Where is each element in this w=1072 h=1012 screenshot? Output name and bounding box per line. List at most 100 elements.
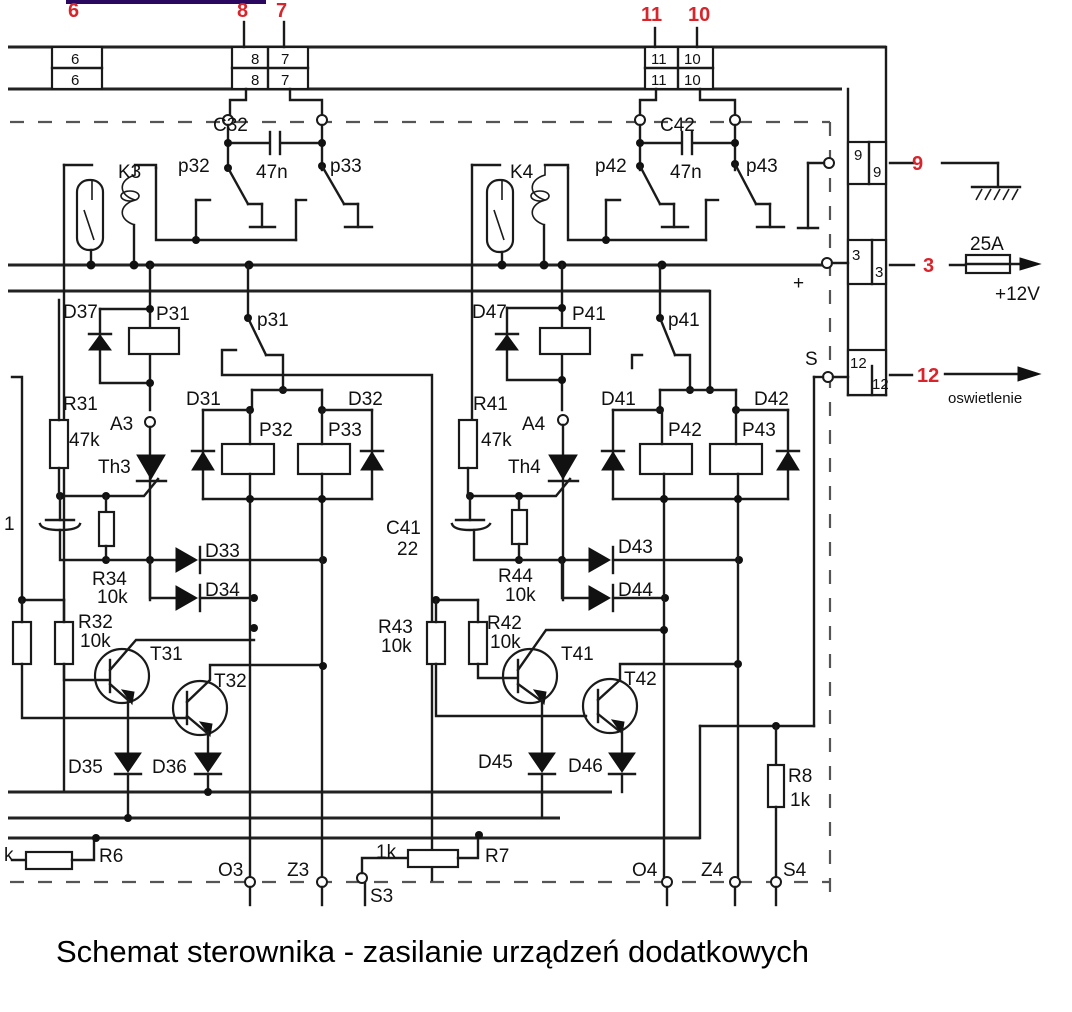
pin-10b: 10 (684, 72, 701, 89)
resistor-r7-label: R7 (485, 846, 509, 867)
output-s3-label: S3 (370, 886, 393, 907)
resistor-r32-value: 10k (80, 631, 111, 652)
resistor-r34-label: R34 (92, 569, 127, 590)
fuse-rating-label: 25A (970, 234, 1004, 255)
relay-k3-label: K3 (118, 162, 141, 183)
resistor-r42-value: 10k (490, 632, 521, 653)
pin-11b: 11 (651, 72, 667, 89)
diode-d43-label: D43 (618, 537, 653, 558)
resistor-r8-label: R8 (788, 766, 812, 787)
node-a4-label: A4 (522, 414, 546, 435)
pin-8b: 8 (251, 72, 259, 89)
contact-p41-label: p41 (668, 310, 700, 331)
diode-d34-label: D34 (205, 580, 240, 601)
connector-label-7: 7 (276, 0, 287, 22)
resistor-r42-label: R42 (487, 613, 522, 634)
relay-p41-label: P41 (572, 304, 606, 325)
diode-d33-label: D33 (205, 541, 240, 562)
resistor-r34-value: 10k (97, 587, 128, 608)
contact-p31-label: p31 (257, 310, 289, 331)
capacitor-c42-label: C42 (660, 115, 695, 136)
transistor-t31-label: T31 (150, 644, 183, 665)
connector-label-9: 9 (912, 153, 923, 175)
pin-12b: 12 (872, 376, 889, 393)
pin-7b: 7 (281, 72, 289, 89)
pin-9a: 9 (854, 147, 862, 164)
transistor-t42-label: T42 (624, 669, 657, 690)
resistor-r41-value: 47k (481, 430, 512, 451)
diode-d41-label: D41 (601, 389, 636, 410)
supply-voltage-label: +12V (995, 284, 1040, 305)
relay-p42-label: P42 (668, 420, 702, 441)
connector-label-8: 8 (237, 0, 248, 22)
resistor-r7-value: 1k (376, 842, 397, 863)
module-border (10, 120, 832, 895)
diode-d36-label: D36 (152, 757, 187, 778)
contact-p43-label: p43 (746, 156, 778, 177)
output-o3-label: O3 (218, 860, 243, 881)
output-s4-label: S4 (783, 860, 807, 881)
connector-label-11: 11 (641, 4, 662, 26)
output-z3-label: Z3 (287, 860, 309, 881)
top-bar (66, 0, 266, 4)
relay-p33-label: P33 (328, 420, 362, 441)
pin-8a: 8 (251, 51, 259, 68)
resistor-r8-value: 1k (790, 790, 811, 811)
resistor-r6-value: k (4, 845, 14, 866)
output-o4-label: O4 (632, 860, 658, 881)
thyristor-th3-label: Th3 (98, 457, 131, 478)
diode-d35-label: D35 (68, 757, 103, 778)
resistor-r43-value: 10k (381, 636, 412, 657)
left-edge-label: 1 (4, 514, 15, 535)
diagram-caption: Schemat sterownika - zasilanie urządzeń … (56, 934, 809, 969)
pin-3a: 3 (852, 247, 860, 264)
connector-label-3: 3 (923, 255, 934, 277)
top-connector-strip (8, 20, 888, 397)
pin-7a: 7 (281, 51, 289, 68)
connector-label-10: 10 (688, 4, 710, 26)
pin-10a: 10 (684, 51, 701, 68)
diode-d44-label: D44 (618, 580, 653, 601)
resistor-r44-label: R44 (498, 566, 533, 587)
capacitor-c32-value: 47n (256, 162, 288, 183)
power-rails (8, 263, 822, 840)
diode-d46-label: D46 (568, 756, 603, 777)
connector-label-12: 12 (917, 365, 939, 387)
transistor-t32-label: T32 (214, 671, 247, 692)
pin-9b: 9 (873, 164, 881, 181)
diode-d47-label: D47 (472, 302, 507, 323)
s-terminal-label: S (805, 349, 818, 370)
capacitor-c41-value: 22 (397, 539, 418, 560)
resistor-r43-label: R43 (378, 617, 413, 638)
pin-6b: 6 (71, 72, 79, 89)
capacitor-c42-value: 47n (670, 162, 702, 183)
relay-p31-label: P31 (156, 304, 190, 325)
capacitor-c41-label: C41 (386, 518, 421, 539)
connector-label-6: 6 (68, 0, 79, 22)
pin-3b: 3 (875, 264, 883, 281)
resistor-r32-label: R32 (78, 612, 113, 633)
plus-sign-label: + (793, 273, 804, 294)
contact-p42-label: p42 (595, 156, 627, 177)
pin-11a: 11 (651, 51, 667, 68)
diode-d31-label: D31 (186, 389, 221, 410)
capacitor-c32-label: C32 (213, 115, 248, 136)
output-z4-label: Z4 (701, 860, 724, 881)
node-a3-label: A3 (110, 414, 133, 435)
transistor-t41-label: T41 (561, 644, 594, 665)
relay-p32-label: P32 (259, 420, 293, 441)
relay-k4-label: K4 (510, 162, 534, 183)
contact-p32-label: p32 (178, 156, 210, 177)
resistor-r44-value: 10k (505, 585, 536, 606)
channel-4-circuit (425, 87, 801, 907)
output-label-oswietlenie: oswietlenie (948, 390, 1022, 407)
diode-d32-label: D32 (348, 389, 383, 410)
diode-d45-label: D45 (478, 752, 513, 773)
resistor-r41-label: R41 (473, 394, 508, 415)
resistor-r31-label: R31 (63, 394, 98, 415)
relay-p43-label: P43 (742, 420, 776, 441)
diode-d42-label: D42 (754, 389, 789, 410)
channel-3-circuit (10, 87, 483, 907)
right-connector-column (796, 87, 1042, 728)
contact-p33-label: p33 (330, 156, 362, 177)
